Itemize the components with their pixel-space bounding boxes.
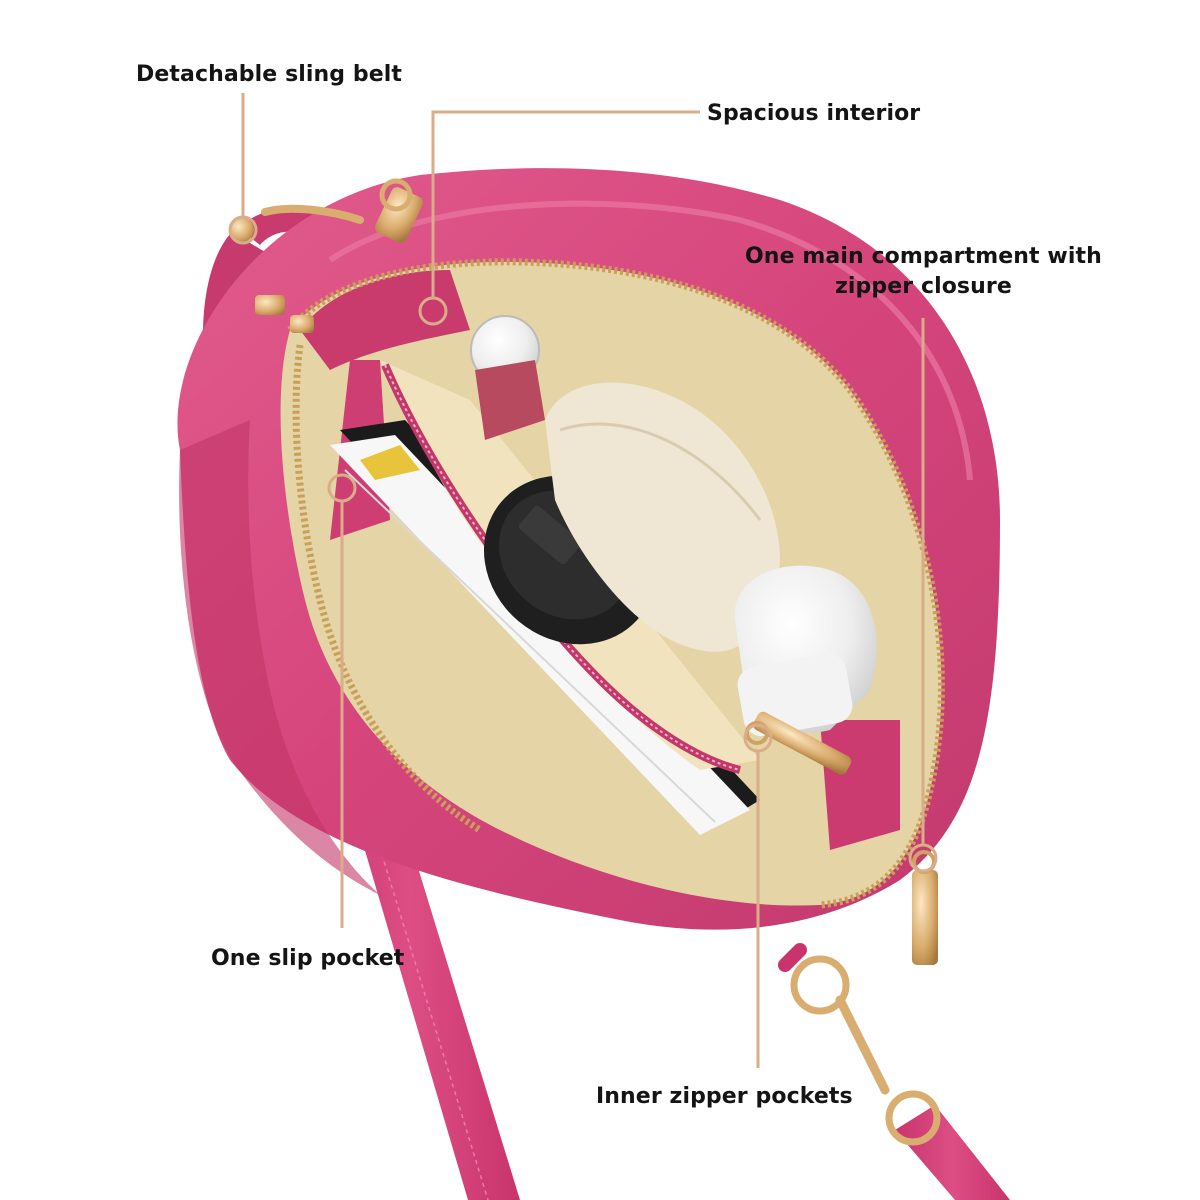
callout-marker-main bbox=[908, 843, 938, 873]
callout-label-main-compartment-line1: One main compartment with bbox=[745, 244, 1102, 269]
callout-marker-interior bbox=[418, 296, 448, 326]
callout-label-spacious-interior: Spacious interior bbox=[707, 101, 921, 126]
callout-line-interior bbox=[431, 110, 700, 298]
coin-pouch bbox=[545, 382, 780, 652]
callout-label-slip-pocket: One slip pocket bbox=[211, 946, 405, 971]
roll-on-bottle bbox=[734, 565, 877, 737]
callouts bbox=[228, 93, 938, 1068]
callout-label-detachable-sling-belt: Detachable sling belt bbox=[136, 62, 403, 87]
strap-right-end bbox=[895, 1105, 1010, 1200]
callout-label-inner-zipper-pockets: Inner zipper pockets bbox=[596, 1084, 853, 1109]
lipstick bbox=[470, 315, 545, 440]
hardware bbox=[230, 178, 941, 1146]
callout-marker-slip bbox=[327, 473, 357, 503]
callout-label-main-compartment: One main compartment with zipper closure bbox=[745, 242, 1102, 302]
callout-label-main-compartment-line2: zipper closure bbox=[834, 274, 1012, 299]
callout-marker-inner bbox=[743, 723, 773, 753]
callout-marker-sling bbox=[228, 215, 258, 245]
